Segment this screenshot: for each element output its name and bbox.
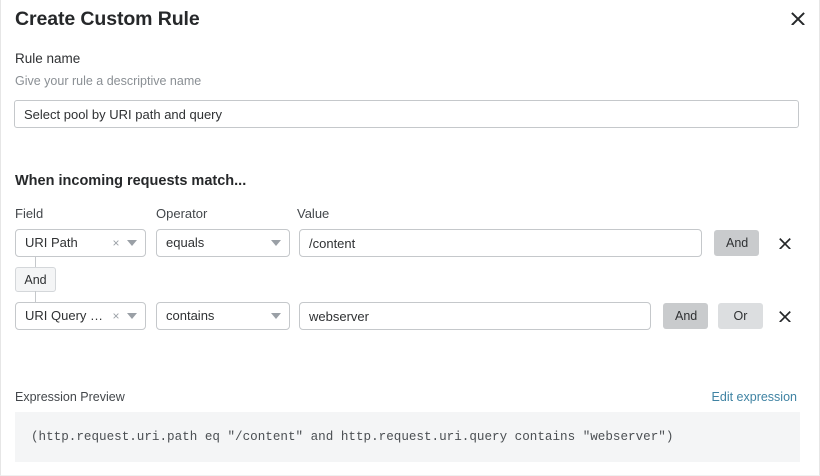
operator-select-row-1[interactable]: equals [156, 229, 290, 257]
edit-expression-link[interactable]: Edit expression [711, 390, 797, 404]
field-select-value: URI Path [25, 235, 78, 250]
and-button-row-2[interactable]: And [663, 303, 708, 329]
and-button-row-1[interactable]: And [714, 230, 759, 256]
column-header-operator: Operator [156, 206, 208, 221]
connector-line-top [35, 257, 36, 268]
clear-field-icon[interactable]: × [112, 236, 120, 250]
condition-row: URI Path × equals And [1, 229, 820, 257]
close-icon [779, 311, 791, 322]
operator-select-value: equals [166, 235, 205, 250]
field-select-value: URI Query St... [25, 308, 109, 323]
column-header-field: Field [15, 206, 44, 221]
operator-select-row-2[interactable]: contains [156, 302, 290, 330]
rule-name-help-text: Give your rule a descriptive name [15, 74, 202, 88]
chevron-down-icon [123, 313, 141, 319]
field-select-row-2[interactable]: URI Query St... × [15, 302, 146, 330]
close-icon [791, 12, 805, 25]
conditions-heading: When incoming requests match... [15, 173, 247, 189]
rule-name-input[interactable] [14, 100, 799, 128]
value-input-row-2[interactable] [299, 302, 651, 330]
operator-select-value: contains [166, 308, 215, 323]
condition-row: URI Query St... × contains And Or [1, 302, 820, 330]
close-dialog-button[interactable] [787, 7, 809, 29]
expression-preview-label: Expression Preview [15, 390, 125, 404]
clear-field-icon[interactable]: × [112, 309, 120, 323]
chevron-down-icon [267, 240, 285, 246]
delete-condition-row-2[interactable] [775, 302, 795, 330]
page-title: Create Custom Rule [15, 8, 200, 30]
field-select-row-1[interactable]: URI Path × [15, 229, 146, 257]
or-button-row-2[interactable]: Or [718, 303, 763, 329]
rule-name-label: Rule name [15, 51, 81, 66]
chevron-down-icon [123, 240, 141, 246]
value-input-row-1[interactable] [299, 229, 702, 257]
delete-condition-row-1[interactable] [775, 229, 795, 257]
connector-line-bottom [35, 291, 36, 302]
close-icon [779, 238, 791, 249]
column-header-value: Value [297, 206, 330, 221]
group-connector-and-badge[interactable]: And [15, 267, 56, 292]
expression-preview-code: (http.request.uri.path eq "/content" and… [15, 412, 800, 462]
chevron-down-icon [267, 313, 285, 319]
